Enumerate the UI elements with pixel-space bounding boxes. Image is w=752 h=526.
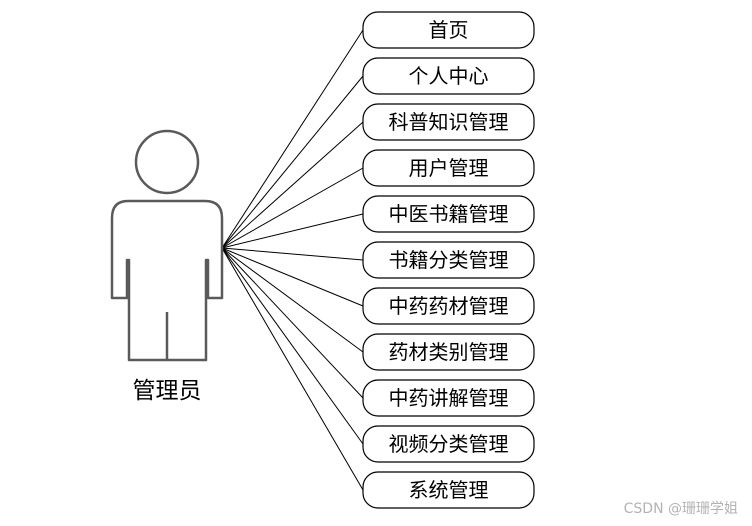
watermark: CSDN @珊珊学姐 — [623, 501, 738, 517]
use-case-item: 中药讲解管理 — [362, 379, 535, 417]
use-case-box — [362, 425, 535, 463]
use-case-box — [362, 241, 535, 279]
use-case-label: 中药讲解管理 — [389, 386, 509, 410]
actor-head — [134, 129, 200, 195]
use-case-item: 书籍分类管理 — [362, 241, 535, 279]
use-case-item: 首页 — [362, 11, 535, 49]
use-case-label: 中药药材管理 — [389, 294, 509, 318]
use-case-item: 系统管理 — [362, 471, 535, 509]
use-case-label: 视频分类管理 — [389, 432, 509, 456]
association-line — [221, 213, 364, 249]
actor-label: 管理员 — [133, 378, 202, 404]
association-line — [221, 247, 364, 399]
use-case-label: 首页 — [429, 18, 469, 42]
association-line — [221, 75, 364, 249]
use-case-box — [362, 333, 535, 371]
use-case-box — [362, 379, 535, 417]
use-case-box — [362, 149, 535, 187]
use-case-box — [362, 57, 535, 95]
actor-body — [110, 199, 224, 362]
use-case-box — [362, 103, 535, 141]
use-case-label: 药材类别管理 — [389, 340, 509, 364]
use-case-label: 科普知识管理 — [389, 110, 509, 134]
association-line — [221, 247, 364, 307]
use-case-box — [362, 11, 535, 49]
use-case-label: 个人中心 — [409, 64, 489, 88]
association-line — [221, 247, 364, 491]
use-case-item: 中药药材管理 — [362, 287, 535, 325]
association-line — [221, 29, 364, 249]
association-lines — [220, 29, 364, 491]
association-line — [221, 167, 364, 249]
use-case-label: 中医书籍管理 — [389, 202, 509, 226]
use-case-item: 用户管理 — [362, 149, 535, 187]
use-case-item: 科普知识管理 — [362, 103, 535, 141]
association-line — [221, 247, 364, 261]
use-case-box — [362, 195, 535, 233]
use-case-box — [362, 287, 535, 325]
use-case-item: 视频分类管理 — [362, 425, 535, 463]
use-case-item: 个人中心 — [362, 57, 535, 95]
use-case-box — [362, 471, 535, 509]
use-case-label: 系统管理 — [409, 478, 489, 502]
association-line — [221, 247, 364, 353]
use-case-label: 用户管理 — [409, 156, 489, 180]
association-line — [221, 247, 364, 445]
use-case-label: 书籍分类管理 — [389, 248, 509, 272]
use-case-item: 中医书籍管理 — [362, 195, 535, 233]
use-case-list: 首页个人中心科普知识管理用户管理中医书籍管理书籍分类管理中药药材管理药材类别管理… — [362, 11, 535, 509]
association-line — [221, 121, 364, 249]
actor-figure: 管理员 — [110, 129, 224, 404]
use-case-item: 药材类别管理 — [362, 333, 535, 371]
